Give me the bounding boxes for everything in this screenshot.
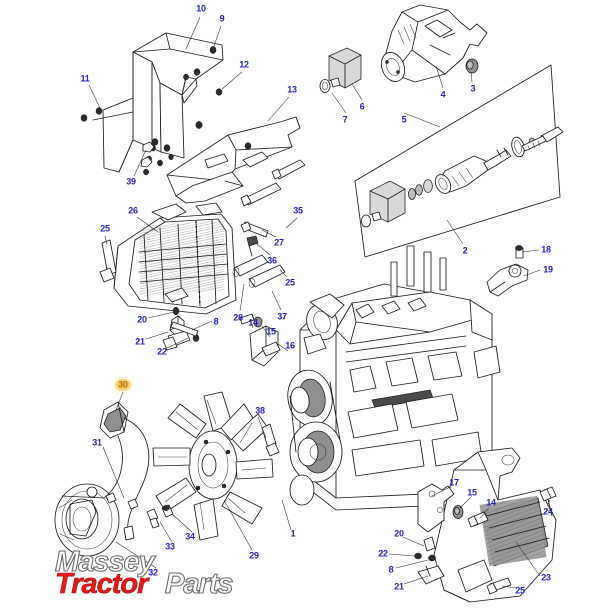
harness-clip-31 <box>105 492 139 510</box>
fan-spacer-38 <box>261 423 280 457</box>
engine-block-assembly <box>239 245 529 511</box>
callout-leader-lines <box>88 16 551 589</box>
solenoid-body <box>434 147 512 194</box>
engine-bracket-16 <box>249 325 281 367</box>
solenoid-cover-6 <box>328 47 362 89</box>
callout-22[interactable]: 22 <box>157 346 167 357</box>
callout-26[interactable]: 26 <box>128 205 138 216</box>
callout-19[interactable]: 19 <box>543 264 553 275</box>
callout-30[interactable]: 30 <box>118 379 128 390</box>
callout-14[interactable]: 14 <box>486 497 496 508</box>
callout-3[interactable]: 3 <box>470 83 476 94</box>
starter-motor-assembly <box>319 4 488 93</box>
rail-bolt-25a <box>271 159 306 180</box>
callout-23[interactable]: 23 <box>541 572 551 583</box>
cooler-bolt-25-left <box>99 239 117 283</box>
callout-25[interactable]: 25 <box>515 585 525 596</box>
callout-20[interactable]: 20 <box>394 528 404 539</box>
watermark-parts-word: Parts <box>164 568 234 600</box>
callout-35[interactable]: 35 <box>293 205 303 216</box>
cooler-bolt-27 <box>240 221 269 238</box>
callout-13[interactable]: 13 <box>287 84 297 95</box>
guard-bolt-14 <box>467 511 489 528</box>
air-duct-shroud-assembly <box>80 32 224 176</box>
cooling-fan <box>152 391 280 541</box>
watermark-tractor-word: Tractor <box>55 568 149 600</box>
callout-16[interactable]: 16 <box>285 340 295 351</box>
callout-5[interactable]: 5 <box>401 114 407 125</box>
cooler-bracket-group <box>162 306 200 351</box>
rocker-bolt-18 <box>515 245 524 259</box>
guard-bolt-24 <box>539 486 557 517</box>
watermark-line-1: Massey <box>54 546 155 578</box>
callout-36[interactable]: 36 <box>267 255 277 266</box>
rocker-arm-19 <box>486 263 529 297</box>
callout-22[interactable]: 22 <box>378 548 388 559</box>
callout-6[interactable]: 6 <box>359 101 365 112</box>
crank-sensor-30 <box>99 401 129 439</box>
rail-bolt-25b <box>240 182 282 207</box>
callout-28[interactable]: 28 <box>233 312 243 323</box>
front-pulley-stack <box>287 369 343 506</box>
callout-17[interactable]: 17 <box>449 477 459 488</box>
callout-8[interactable]: 8 <box>388 564 394 575</box>
guard-bracket-17 <box>417 483 455 533</box>
callout-25[interactable]: 25 <box>285 277 295 288</box>
callout-34[interactable]: 34 <box>185 531 195 542</box>
pulley-bolt-34 <box>161 504 174 518</box>
callout-18[interactable]: 18 <box>541 244 551 255</box>
callout-37[interactable]: 37 <box>277 311 287 322</box>
push-rods-2 <box>390 245 447 297</box>
cooler-nut-36 <box>246 235 259 257</box>
radiator-cooler-core <box>99 202 286 351</box>
callout-20[interactable]: 20 <box>137 314 147 325</box>
callout-15[interactable]: 15 <box>467 487 477 498</box>
callout-14[interactable]: 14 <box>248 317 258 328</box>
watermark-massey-tractor-parts: Massey Tractor Parts <box>47 546 287 606</box>
callout-21[interactable]: 21 <box>394 581 404 592</box>
fastener-cluster-39 <box>140 138 174 176</box>
starter-solenoid-detail <box>354 64 564 258</box>
callout-8[interactable]: 8 <box>213 316 219 327</box>
callout-32[interactable]: 32 <box>148 567 158 578</box>
callout-9[interactable]: 9 <box>219 13 225 24</box>
callout-31[interactable]: 31 <box>92 437 102 448</box>
crank-damper-pulley <box>54 401 174 557</box>
solenoid-stud <box>521 126 564 152</box>
callout-4[interactable]: 4 <box>440 89 446 100</box>
callout-33[interactable]: 33 <box>165 541 175 552</box>
callout-12[interactable]: 12 <box>239 59 249 70</box>
cooler-hose-28 <box>232 254 269 277</box>
turbocharger <box>303 293 345 355</box>
callout-7[interactable]: 7 <box>342 114 348 125</box>
callout-38[interactable]: 38 <box>255 405 265 416</box>
solenoid-seal-7 <box>319 79 331 93</box>
callout-27[interactable]: 27 <box>274 237 284 248</box>
support-rail-bracket <box>166 116 306 207</box>
cooler-hose-37 <box>248 264 286 288</box>
callout-15[interactable]: 15 <box>266 326 276 337</box>
callout-2[interactable]: 2 <box>462 245 468 256</box>
callout-21[interactable]: 21 <box>135 336 145 347</box>
side-panel-cooler-guard <box>414 447 557 603</box>
callout-11[interactable]: 11 <box>80 73 90 84</box>
guard-fastener-group <box>414 536 445 585</box>
callout-25[interactable]: 25 <box>100 223 110 234</box>
callout-10[interactable]: 10 <box>196 3 206 14</box>
callout-24[interactable]: 24 <box>543 506 553 517</box>
guard-bolt-25 <box>486 577 512 595</box>
callout-29[interactable]: 29 <box>249 550 259 561</box>
pulley-bolt-33 <box>146 508 160 529</box>
callout-39[interactable]: 39 <box>126 176 136 187</box>
callout-1[interactable]: 1 <box>290 528 296 539</box>
starter-nut-3 <box>465 58 479 74</box>
